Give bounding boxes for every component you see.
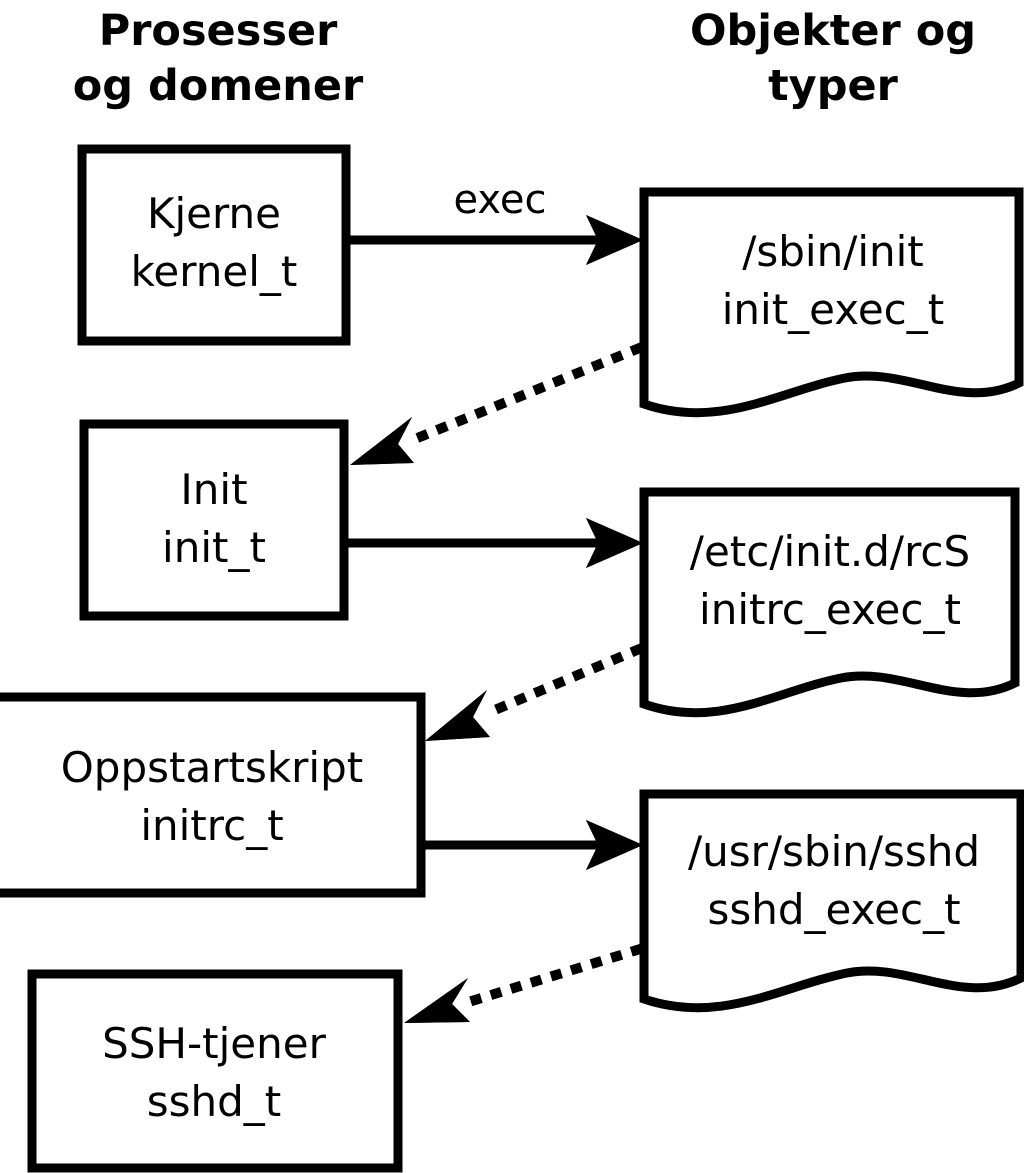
process-type: kernel_t <box>131 247 298 296</box>
object-path: /sbin/init <box>742 227 924 276</box>
header-left-line1: Prosesser <box>99 6 338 56</box>
arrowhead-icon <box>350 417 414 465</box>
process-box[interactable] <box>77 144 351 346</box>
process-box[interactable] <box>27 969 403 1173</box>
arrowhead-icon <box>404 978 470 1023</box>
header-left-line2: og domener <box>73 61 364 111</box>
header-right-line2: typer <box>768 61 899 111</box>
document-shape[interactable] <box>639 487 1020 718</box>
process-box[interactable] <box>79 419 349 621</box>
process-name: Kjerne <box>147 189 281 238</box>
process-node-kernel[interactable]: Kjerne kernel_t <box>77 144 351 346</box>
process-type: sshd_t <box>147 1077 282 1126</box>
arrowhead-icon <box>586 820 643 870</box>
object-type: initrc_exec_t <box>699 585 961 634</box>
object-type: sshd_exec_t <box>707 885 960 934</box>
process-type: init_t <box>162 523 266 572</box>
edge-line-dotted <box>398 342 644 450</box>
edge-line-dotted <box>455 943 644 1011</box>
process-node-initrc[interactable]: Oppstartskript initrc_t <box>0 692 426 898</box>
document-shape[interactable] <box>639 789 1024 1013</box>
process-node-sshd[interactable]: SSH-tjener sshd_t <box>27 969 403 1173</box>
process-name: Oppstartskript <box>61 743 363 792</box>
object-node-sshd-exec[interactable]: /usr/sbin/sshd sshd_exec_t <box>639 789 1024 1013</box>
column-header-objects: Objekter og typer <box>690 6 976 111</box>
arrowhead-icon <box>586 215 643 265</box>
edge-label-exec: exec <box>454 177 547 223</box>
column-header-processes: Prosesser og domener <box>73 6 364 111</box>
edge-line-dotted <box>476 643 644 722</box>
header-right-line1: Objekter og <box>690 6 976 56</box>
process-node-init[interactable]: Init init_t <box>79 419 349 621</box>
process-box[interactable] <box>0 692 426 898</box>
object-path: /usr/sbin/sshd <box>688 827 980 876</box>
process-type: initrc_t <box>140 801 283 850</box>
process-name: SSH-tjener <box>102 1019 326 1068</box>
object-node-rcs[interactable]: /etc/init.d/rcS initrc_exec_t <box>639 487 1020 718</box>
arrowhead-overlay-layer <box>350 215 643 1023</box>
arrowhead-icon <box>425 690 490 741</box>
document-shape[interactable] <box>639 187 1024 418</box>
object-node-sbin-init[interactable]: /sbin/init init_exec_t <box>639 187 1024 418</box>
process-name: Init <box>180 465 247 514</box>
object-type: init_exec_t <box>722 285 945 334</box>
arrowhead-icon <box>586 518 643 568</box>
object-path: /etc/init.d/rcS <box>690 527 970 576</box>
